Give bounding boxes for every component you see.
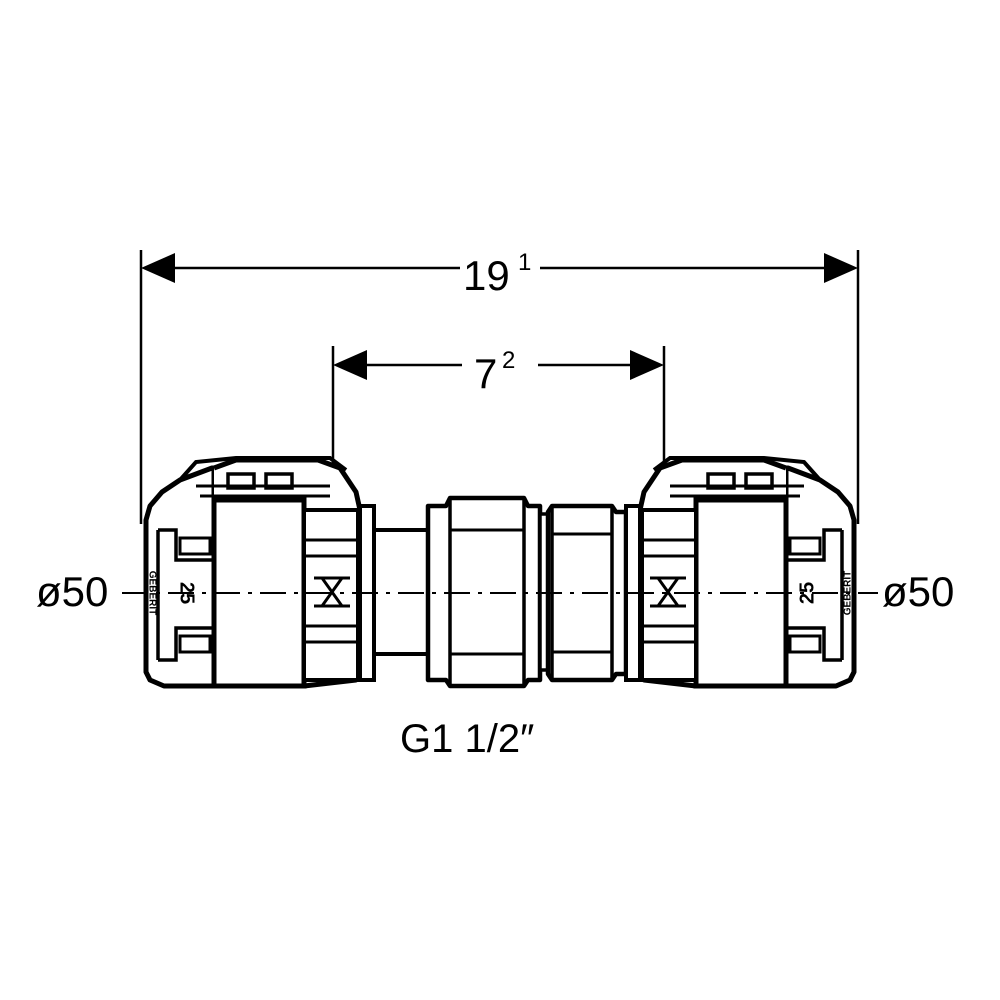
inner-dimension: 7 2	[333, 347, 664, 397]
arrowhead-left	[141, 253, 175, 283]
thread-label: G1 1/2″	[400, 717, 534, 761]
diameter-label-right: ø50	[882, 568, 954, 615]
size-mark-right: 25	[796, 582, 818, 604]
overall-dimension-value: 19	[463, 252, 510, 299]
diameter-label-left: ø50	[36, 568, 108, 615]
arrowhead-right	[824, 253, 858, 283]
inner-dimension-value: 7	[474, 350, 497, 397]
arrowhead-left	[333, 350, 367, 380]
overall-dimension: 19 1	[141, 249, 858, 299]
inner-dimension-superscript: 2	[502, 347, 515, 374]
overall-dimension-superscript: 1	[518, 249, 531, 276]
arrowhead-right	[630, 350, 664, 380]
brand-mark-left: GEBERIT	[146, 571, 157, 615]
